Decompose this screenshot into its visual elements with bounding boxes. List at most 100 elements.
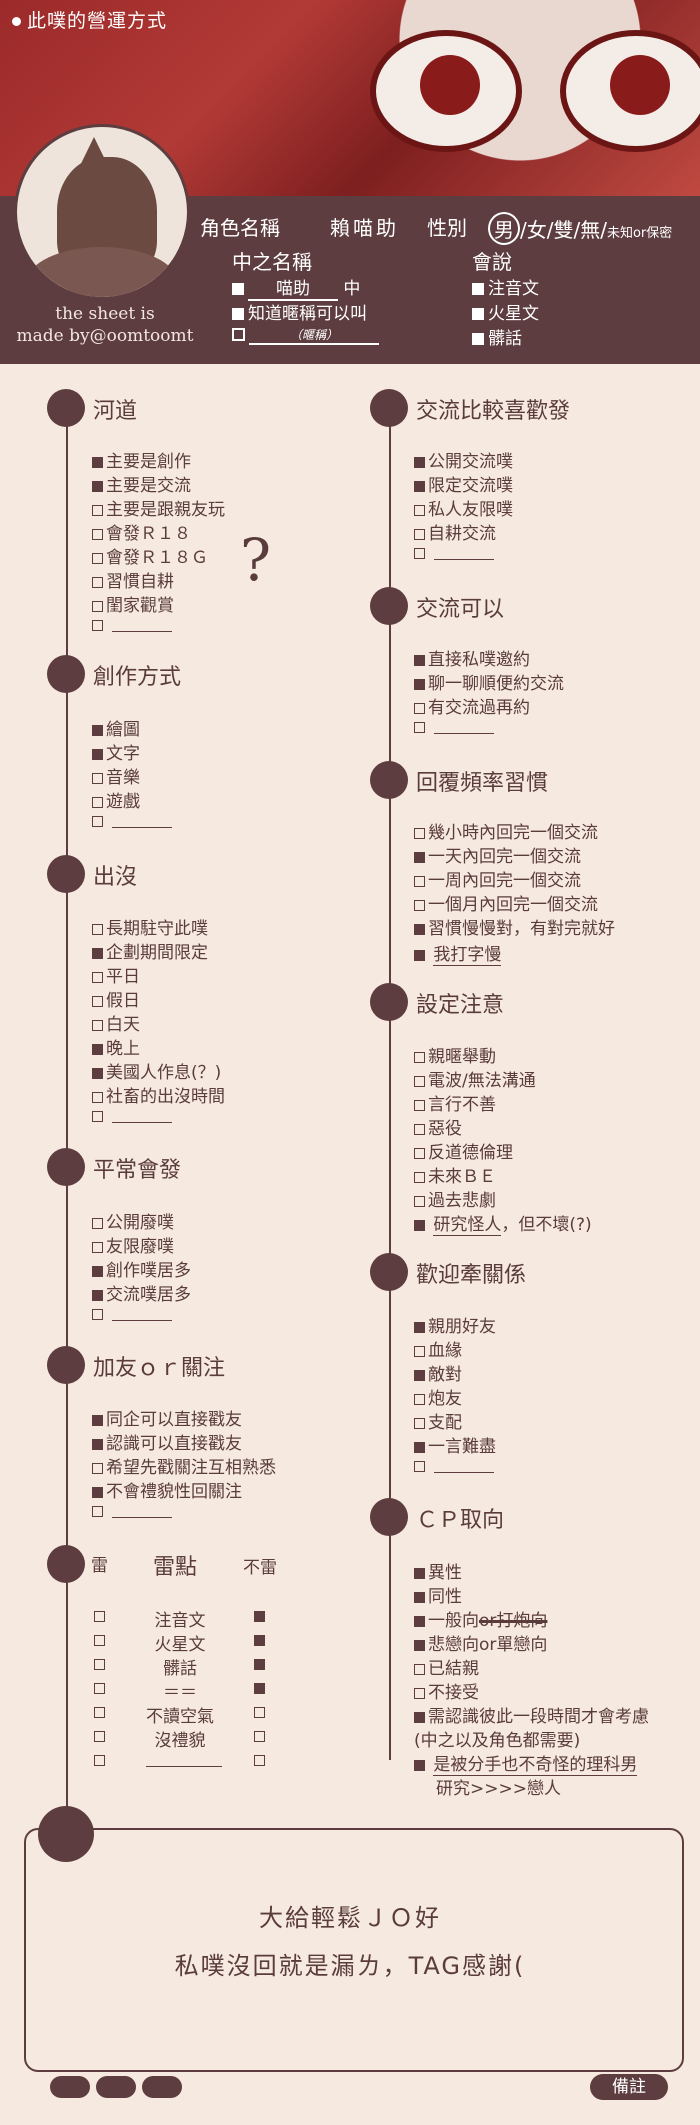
checklist-item: 未來ＢＥ: [414, 1162, 496, 1187]
checkbox[interactable]: [92, 601, 103, 612]
banner-pupil-left: [420, 55, 480, 115]
not-mine-checkbox[interactable]: [254, 1702, 268, 1722]
mine-checkbox[interactable]: [94, 1606, 108, 1626]
mine-checkbox[interactable]: [94, 1678, 108, 1698]
checkbox[interactable]: [414, 1461, 425, 1472]
checkbox[interactable]: [414, 703, 425, 714]
checkbox[interactable]: [414, 722, 425, 733]
checkbox[interactable]: [414, 1220, 425, 1231]
checkbox[interactable]: [414, 1688, 425, 1699]
checkbox[interactable]: [414, 505, 425, 516]
checkbox[interactable]: [414, 1640, 425, 1651]
checkbox[interactable]: [414, 924, 425, 935]
checkbox[interactable]: [414, 1346, 425, 1357]
checkbox[interactable]: [414, 876, 425, 887]
mine-checkbox[interactable]: [94, 1630, 108, 1650]
checkbox[interactable]: [414, 1442, 425, 1453]
not-mine-checkbox[interactable]: [254, 1654, 268, 1674]
section-dot: [370, 983, 408, 1021]
checkbox[interactable]: [414, 548, 425, 559]
checkbox[interactable]: [92, 1439, 103, 1450]
checkbox[interactable]: [414, 828, 425, 839]
checkbox[interactable]: [414, 1394, 425, 1405]
checkbox[interactable]: [92, 749, 103, 760]
mine-checkbox[interactable]: [94, 1726, 108, 1746]
checkbox[interactable]: [92, 1218, 103, 1229]
checkbox[interactable]: [92, 1463, 103, 1474]
mine-checkbox[interactable]: [94, 1654, 108, 1674]
checkbox[interactable]: [414, 1124, 425, 1135]
checkbox[interactable]: [92, 725, 103, 736]
checkbox[interactable]: [92, 1044, 103, 1055]
checkbox[interactable]: [414, 1616, 425, 1627]
checkbox[interactable]: [92, 773, 103, 784]
checkbox[interactable]: [92, 481, 103, 492]
checkbox[interactable]: [92, 505, 103, 516]
blank-line[interactable]: [434, 719, 494, 734]
not-mine-checkbox[interactable]: [254, 1630, 268, 1650]
not-mine-checkbox[interactable]: [254, 1750, 268, 1770]
checkbox[interactable]: [414, 1418, 425, 1429]
checkbox[interactable]: [414, 1100, 425, 1111]
mine-blank[interactable]: [146, 1750, 222, 1770]
checkbox[interactable]: [414, 1760, 425, 1771]
blank-line[interactable]: [112, 1306, 172, 1321]
checkbox[interactable]: [414, 481, 425, 492]
checkbox[interactable]: [92, 620, 103, 631]
section-dot: [47, 855, 85, 893]
checkbox[interactable]: [92, 797, 103, 808]
checkbox[interactable]: [414, 457, 425, 468]
not-mine-checkbox[interactable]: [254, 1678, 268, 1698]
checkbox[interactable]: [92, 816, 103, 827]
blank-line[interactable]: [112, 1503, 172, 1518]
checkbox[interactable]: [92, 1309, 103, 1320]
checkbox[interactable]: [92, 1068, 103, 1079]
section-title: 加友ｏｒ關注: [93, 1356, 226, 1381]
checkbox[interactable]: [414, 1712, 425, 1723]
checkbox[interactable]: [414, 679, 425, 690]
checkbox[interactable]: [414, 655, 425, 666]
note-button[interactable]: 備註: [590, 2074, 668, 2100]
checklist-label: 同性: [428, 1587, 462, 1607]
mine-checkbox[interactable]: [94, 1750, 108, 1770]
checkbox[interactable]: [414, 1148, 425, 1159]
checkbox[interactable]: [92, 1415, 103, 1426]
checkbox[interactable]: [92, 1290, 103, 1301]
checkbox[interactable]: [414, 1370, 425, 1381]
checkbox[interactable]: [92, 529, 103, 540]
checkbox[interactable]: [414, 900, 425, 911]
checkbox[interactable]: [92, 924, 103, 935]
checkbox[interactable]: [92, 1487, 103, 1498]
checkbox[interactable]: [92, 457, 103, 468]
checkbox[interactable]: [92, 1020, 103, 1031]
checkbox[interactable]: [92, 972, 103, 983]
not-mine-checkbox[interactable]: [254, 1606, 268, 1626]
checkbox[interactable]: [92, 1506, 103, 1517]
checkbox[interactable]: [92, 996, 103, 1007]
checkbox[interactable]: [414, 1172, 425, 1183]
checkbox[interactable]: [414, 1196, 425, 1207]
checkbox[interactable]: [414, 1052, 425, 1063]
mine-checkbox[interactable]: [94, 1702, 108, 1722]
checkbox[interactable]: [414, 1076, 425, 1087]
checkbox[interactable]: [414, 1592, 425, 1603]
blank-line[interactable]: [434, 545, 494, 560]
blank-line[interactable]: [434, 1458, 494, 1473]
checkbox[interactable]: [414, 1664, 425, 1675]
checkbox[interactable]: [414, 852, 425, 863]
checkbox[interactable]: [92, 1111, 103, 1122]
blank-line[interactable]: [112, 813, 172, 828]
checkbox[interactable]: [92, 1092, 103, 1103]
checkbox[interactable]: [92, 577, 103, 588]
checkbox[interactable]: [92, 948, 103, 959]
checkbox[interactable]: [414, 950, 425, 961]
blank-line[interactable]: [112, 1108, 172, 1123]
checkbox[interactable]: [414, 1568, 425, 1579]
checkbox[interactable]: [92, 553, 103, 564]
checkbox[interactable]: [92, 1242, 103, 1253]
checkbox[interactable]: [414, 1322, 425, 1333]
checkbox[interactable]: [92, 1266, 103, 1277]
not-mine-checkbox[interactable]: [254, 1726, 268, 1746]
checkbox[interactable]: [414, 529, 425, 540]
blank-line[interactable]: [112, 617, 172, 632]
